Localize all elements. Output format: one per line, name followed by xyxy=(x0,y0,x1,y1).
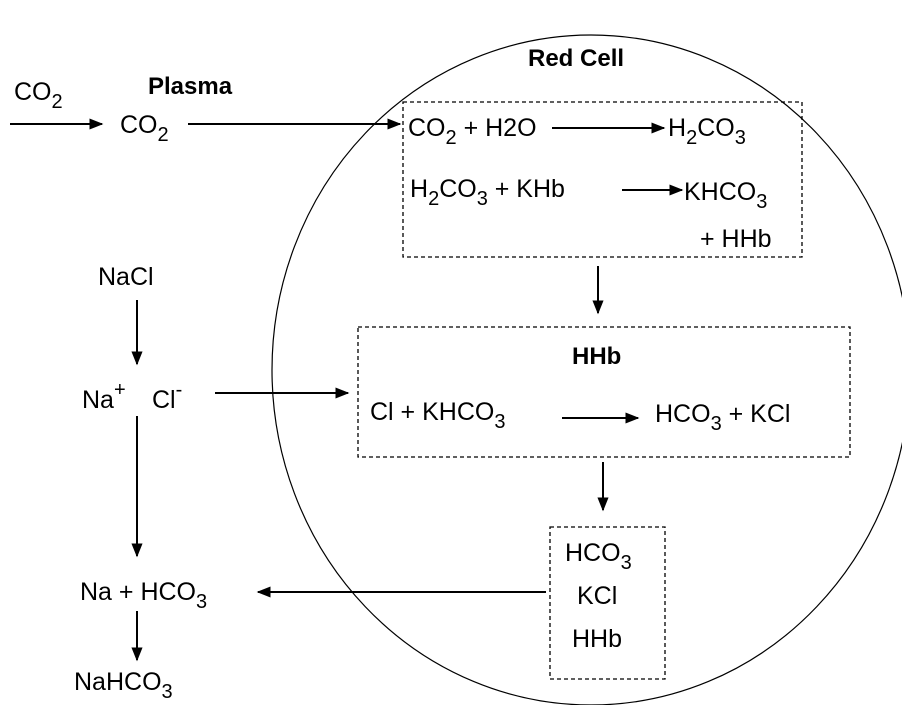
box3-hco3: HCO3 xyxy=(565,539,632,574)
red-cell-outline xyxy=(271,34,902,705)
equation-3-lhs: Cl + KHCO3 xyxy=(370,398,505,433)
reaction-box-1 xyxy=(402,101,803,258)
equation-2-rhs: KHCO3 xyxy=(684,178,767,213)
cl-ion: Cl- xyxy=(152,379,182,414)
nacl-label: NaCl xyxy=(98,263,154,291)
plasma-co2: CO2 xyxy=(120,111,169,146)
equation-1-lhs: CO2 + H2O xyxy=(408,114,537,149)
nahco3: NaHCO3 xyxy=(74,668,173,703)
equation-2-lhs: H2CO3 + KHb xyxy=(410,175,565,210)
reaction-box-3 xyxy=(549,526,666,680)
equation-3-rhs: HCO3 + KCl xyxy=(655,400,790,435)
reaction-box-2 xyxy=(357,326,851,458)
red-cell-label: Red Cell xyxy=(528,45,624,72)
equation-2-rhs2: + HHb xyxy=(700,225,772,253)
co2-input: CO2 xyxy=(14,78,63,113)
box3-hhb: HHb xyxy=(572,625,622,653)
na-hco3: Na + HCO3 xyxy=(80,578,207,613)
plasma-label: Plasma xyxy=(148,73,233,100)
reaction-box-2-title: HHb xyxy=(572,343,621,370)
box3-kcl: KCl xyxy=(577,582,617,610)
na-ion: Na+ xyxy=(82,379,126,414)
equation-1-rhs: H2CO3 xyxy=(668,114,746,149)
